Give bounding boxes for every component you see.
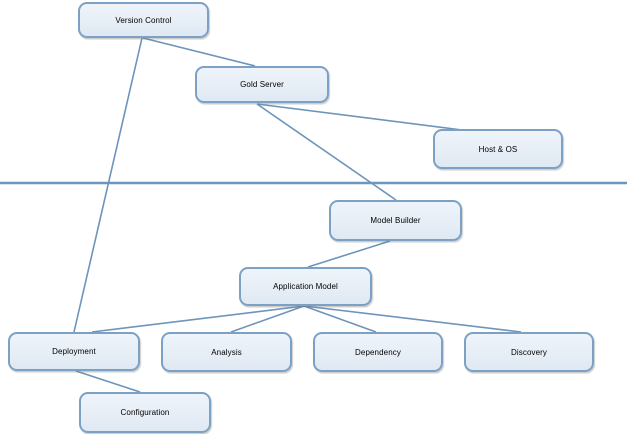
node-label-model-builder: Model Builder	[370, 216, 421, 225]
node-version-control: Version Control	[78, 2, 209, 38]
node-label-deployment: Deployment	[52, 347, 96, 356]
node-host-os: Host & OS	[433, 129, 563, 169]
node-application-model: Application Model	[239, 267, 372, 306]
edge-version-control-to-deployment	[73, 37, 143, 333]
node-label-discovery: Discovery	[510, 347, 548, 357]
edge-gold-server-to-host-os	[256, 103, 471, 132]
node-label-application-model: Application Model	[273, 282, 338, 291]
node-label-gold-server: Gold Server	[240, 80, 284, 89]
edge-deployment-to-configuration	[75, 370, 141, 393]
node-model-builder: Model Builder	[329, 200, 462, 241]
node-label-configuration: Configuration	[120, 408, 170, 417]
node-discovery: Discovery	[464, 332, 594, 372]
node-label-version-control: Version Control	[115, 15, 172, 25]
node-dependency: Dependency	[313, 332, 443, 372]
node-gold-server: Gold Server	[195, 66, 329, 103]
node-label-dependency: Dependency	[355, 347, 401, 357]
edge-application-model-to-deployment	[91, 305, 305, 333]
node-analysis: Analysis	[161, 332, 292, 372]
edge-model-builder-to-application-model	[307, 240, 391, 268]
node-configuration: Configuration	[79, 392, 211, 433]
edge-application-model-to-discovery	[303, 305, 522, 333]
node-label-host-os: Host & OS	[478, 144, 518, 154]
node-label-analysis: Analysis	[211, 347, 242, 357]
edge-version-control-to-gold-server	[142, 37, 256, 67]
edge-application-model-to-dependency	[303, 305, 377, 333]
edge-application-model-to-analysis	[230, 305, 305, 333]
node-deployment: Deployment	[8, 332, 140, 371]
